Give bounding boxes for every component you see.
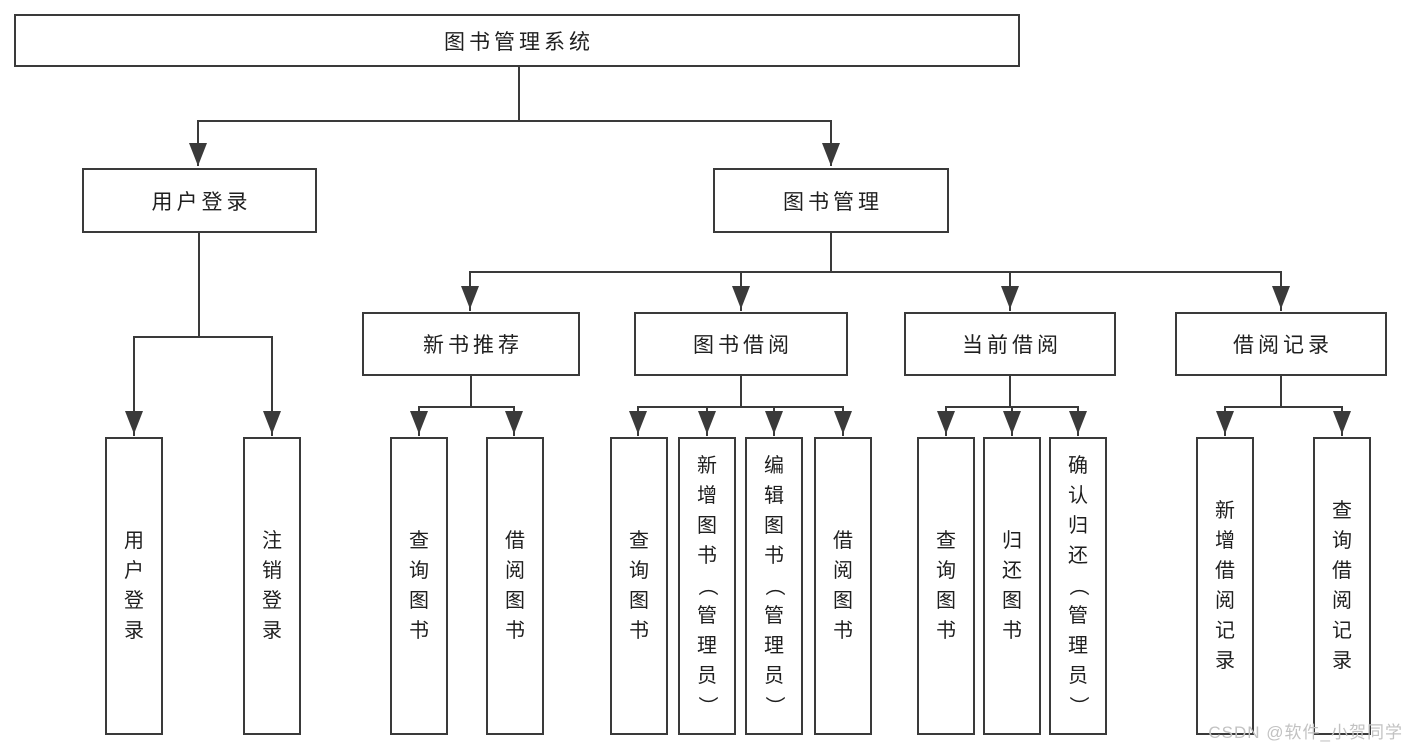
section-new-book-recommend: 新书推荐: [362, 312, 580, 376]
branch-book-management: 图书管理: [713, 168, 949, 233]
leaf-confirm-return-admin: 确认归还（管理员）: [1049, 437, 1107, 735]
leaf-query-books-recommend: 查询图书: [390, 437, 448, 735]
node-library-management-system: 图书管理系统: [14, 14, 1020, 67]
section-book-borrow: 图书借阅: [634, 312, 848, 376]
branch-user-login: 用户登录: [82, 168, 317, 233]
leaf-return-book: 归还图书: [983, 437, 1041, 735]
watermark: CSDN @软件_小贺同学: [1208, 723, 1403, 742]
leaf-add-book-admin: 新增图书（管理员）: [678, 437, 736, 735]
leaf-borrow-books-recommend: 借阅图书: [486, 437, 544, 735]
leaf-logout: 注销登录: [243, 437, 301, 735]
leaf-query-books-borrow: 查询图书: [610, 437, 668, 735]
section-borrow-records: 借阅记录: [1175, 312, 1387, 376]
leaf-edit-book-admin: 编辑图书（管理员）: [745, 437, 803, 735]
leaf-user-login: 用户登录: [105, 437, 163, 735]
section-current-borrow: 当前借阅: [904, 312, 1116, 376]
leaf-add-borrow-record: 新增借阅记录: [1196, 437, 1254, 735]
leaf-query-borrow-record: 查询借阅记录: [1313, 437, 1371, 735]
leaf-borrow-books: 借阅图书: [814, 437, 872, 735]
leaf-query-books-current: 查询图书: [917, 437, 975, 735]
